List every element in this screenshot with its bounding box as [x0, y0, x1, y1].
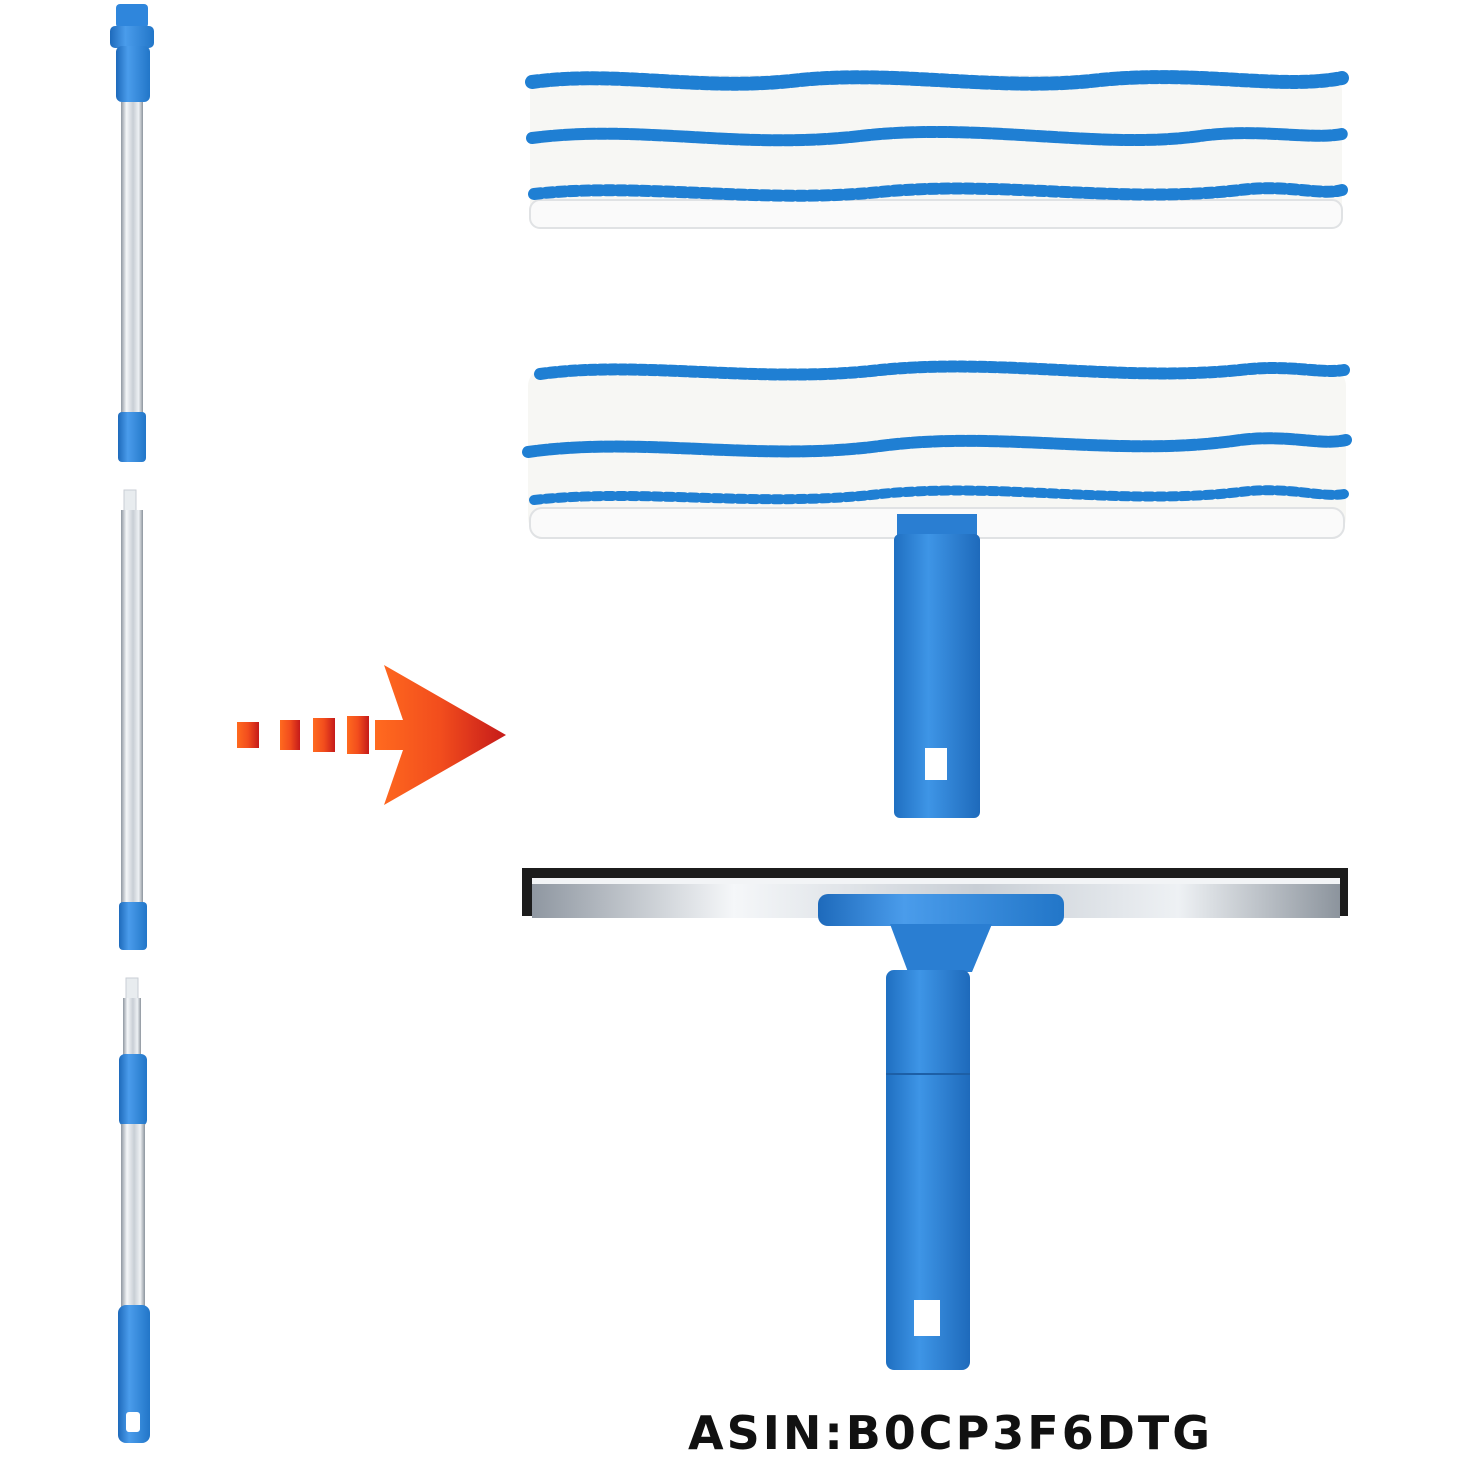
pole-segment-middle: [119, 489, 147, 950]
asin-caption: ASIN:B0CP3F6DTG: [688, 1406, 1214, 1460]
pole-segment-handle: [118, 977, 150, 1443]
pole-segment-top: [110, 4, 154, 462]
microfiber-sleeve: [525, 70, 1349, 229]
squeegee: [522, 868, 1348, 1370]
dashed-right-arrow-icon: [237, 665, 506, 805]
microfiber-washer-head: [522, 360, 1352, 818]
